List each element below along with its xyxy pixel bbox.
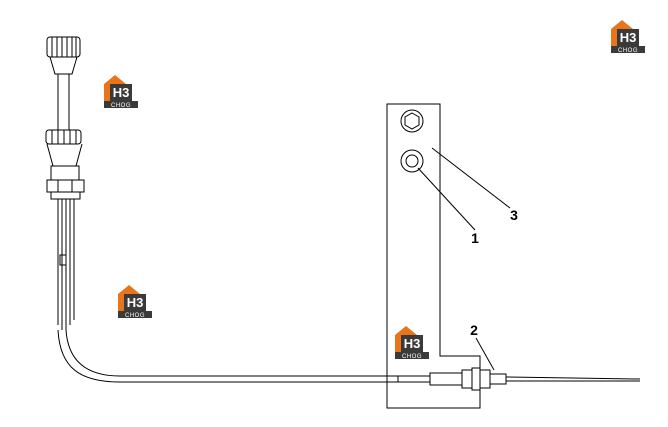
bolt-hex-top bbox=[400, 109, 424, 133]
leader-2 bbox=[475, 337, 495, 371]
svg-text:H3: H3 bbox=[620, 30, 637, 45]
watermark-logo: H3 CHOG bbox=[395, 326, 429, 360]
fitting-body bbox=[429, 372, 463, 386]
watermark-logo: H3 CHOG bbox=[104, 75, 138, 109]
cable-outer bbox=[57, 329, 392, 383]
svg-text:H3: H3 bbox=[127, 295, 144, 310]
probe-fitting bbox=[392, 367, 641, 391]
hex-nut bbox=[46, 179, 85, 193]
svg-text:H3: H3 bbox=[404, 336, 421, 351]
bolt-hex-middle bbox=[400, 149, 424, 173]
svg-text:CHOG: CHOG bbox=[125, 313, 145, 319]
svg-text:CHOG: CHOG bbox=[402, 354, 422, 360]
fitting-nut bbox=[471, 367, 481, 391]
leader-3 bbox=[431, 147, 511, 209]
top-connector-knurl bbox=[46, 36, 81, 58]
svg-text:CHOG: CHOG bbox=[618, 48, 638, 54]
svg-text:H3: H3 bbox=[113, 85, 130, 100]
sensor-assembly bbox=[45, 36, 392, 383]
cable-inner bbox=[65, 329, 392, 377]
watermark-logo: H3 CHOG bbox=[611, 20, 645, 54]
callout-3: 3 bbox=[510, 207, 518, 223]
leader-1 bbox=[417, 167, 476, 231]
watermark-logo: H3 CHOG bbox=[118, 285, 152, 319]
svg-text:CHOG: CHOG bbox=[111, 103, 131, 109]
mounting-bracket bbox=[386, 103, 481, 409]
callout-1: 1 bbox=[471, 230, 479, 246]
callout-2: 2 bbox=[470, 322, 478, 338]
probe-tip-line bbox=[505, 376, 641, 380]
